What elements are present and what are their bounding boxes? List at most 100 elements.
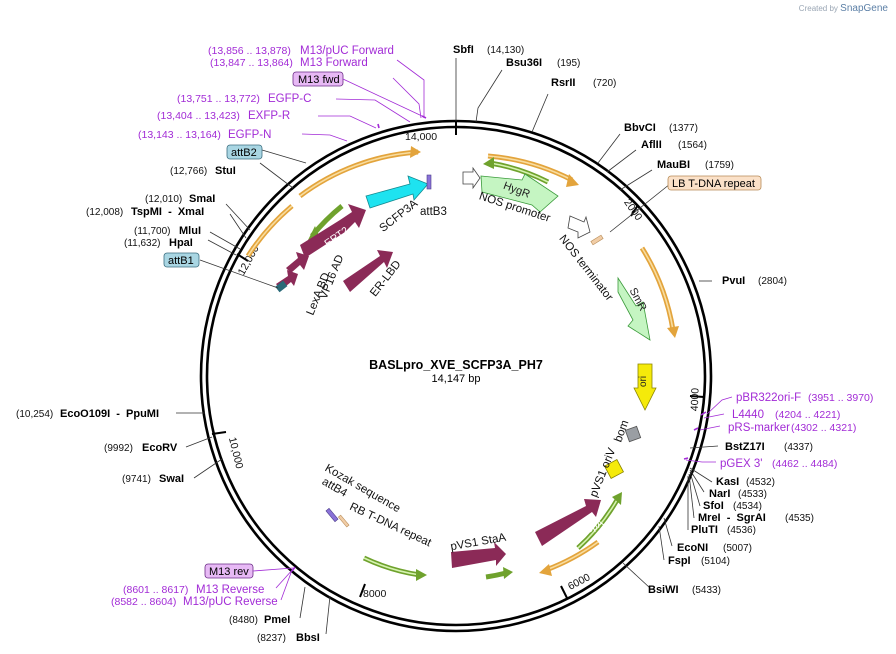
site-econi: EcoNI [677,542,708,554]
site-swai: SwaI [159,473,184,485]
exfpr-line [318,115,377,129]
attB4-mark [325,507,339,523]
orange-arc-right-head [667,326,679,338]
site-pmei-pos: (8480) [229,615,258,626]
primer-m13puc-fwd-pos: (13,856 .. 13,878) [208,45,291,57]
orange-arc-bottom-right [545,539,600,573]
tick-label-4000: 4000 [689,388,702,412]
ori-label: ori [638,376,649,387]
rsrii-line [531,93,549,133]
attB3-label: attB3 [420,206,447,218]
credit-prefix: Created by [798,4,838,13]
orange-arc-top-right-head [566,174,579,187]
site-pluti-pos: (4536) [727,525,756,536]
tick-8000 [359,583,366,598]
primer-mark-exfpr [377,123,380,129]
attb1-box [163,252,200,268]
primer-m13-rev-pos: (8601 .. 8617) [123,584,188,596]
site-bsiwi-pos: (5433) [692,585,721,596]
pvs1-staa-arrow [451,542,506,568]
site-sfoi: SfoI [703,500,724,512]
mrei-line [688,473,695,519]
attb2-box-label: attB2 [231,147,257,159]
primer-m13-fwd: M13 Forward [300,57,368,69]
m13-fwd-box-label: M13 fwd [298,74,340,86]
lb-tdna-box-label: LB T-DNA repeat [672,178,755,190]
site-rsrii: RsrII [551,77,575,89]
attb1-line [199,259,279,289]
m13-fwd-line [392,77,422,119]
egfpc-line [335,98,411,123]
primer-egfpc: EGFP-C [268,93,311,105]
primer-pbr322-pos: (3951 .. 3970) [808,392,873,404]
aflii-line [606,149,637,173]
green-arc-repa-hl [577,499,618,549]
primer-prs: pRS-marker [728,422,790,434]
ecorv-line [185,436,213,448]
site-nari-pos: (4533) [738,489,767,500]
bsiwi-line [622,562,651,589]
primer-exfpr-pos: (13,404 .. 13,423) [157,110,240,122]
primer-exfpr: EXFP-R [248,110,290,122]
site-mlui-pos: (11,700) [134,226,171,237]
site-pmei: PmeI [264,614,290,626]
snapgene-brand: SnapGene [840,3,888,14]
site-tspmi-xmai-pos: (12,008) [86,207,123,218]
orange-arc-top-left-head [410,146,421,158]
site-bbvci: BbvCI [624,122,656,134]
site-bbvci-pos: (1377) [669,123,698,134]
primer-pgex: pGEX 3' [720,458,762,470]
primer-egfpn-pos: (13,143 .. 13,164) [138,129,221,141]
primer-leader-lines [275,59,733,601]
rb-tdna-mark [337,514,350,528]
site-maubi: MauBI [657,159,690,171]
site-swai-pos: (9741) [122,474,151,485]
orange-arc-top-right-hl [487,155,573,181]
primer-marks [291,115,707,572]
primer-l4440: L4440 [732,409,764,421]
site-aflii: AflII [641,139,662,151]
bbsi-line [325,595,331,635]
attb1-box-label: attB1 [168,255,194,267]
site-bbsi: BbsI [296,632,320,644]
attB3-mark [426,174,432,190]
site-hpai-pos: (11,632) [124,238,161,249]
site-fspi-pos: (5104) [701,556,730,567]
maubi-line [619,169,653,191]
tick-10000 [211,431,227,435]
er-lbd-arrow [343,250,393,292]
prs-line [699,425,721,431]
site-bsu36i-pos: (195) [557,58,580,69]
site-ecorv: EcoRV [142,442,178,454]
tick-6000 [560,585,568,599]
site-fspi: FspI [668,555,691,567]
site-bsu36i: Bsu36I [506,57,542,69]
site-smai: SmaI [189,193,215,205]
orange-arc-bottom-right-head [539,564,552,576]
site-bstz17i-pos: (4337) [784,442,813,453]
site-bstz17i: BstZ17I [725,441,765,453]
primer-pgex-pos: (4462 .. 4484) [772,458,837,470]
green-arc-bottom-left [362,555,421,578]
tick-label-8000: 8000 [363,588,387,600]
site-ecoo109i: EcoO109I - PpuMI [60,408,159,420]
primer-m13puc-rev-pos: (8582 .. 8604) [111,596,176,608]
snapgene-credit: Created by SnapGene [799,3,888,14]
pbr322-line [706,396,733,415]
site-sfoi-pos: (4534) [733,501,762,512]
green-arc-bottom-mid-head [503,567,513,579]
m13-fwd-box-line [342,78,423,117]
m13-rev-line [275,567,295,589]
site-mrei-sgrai: MreI - SgrAI [698,512,766,524]
bstz17i-line [689,445,719,449]
pvs1-repa-arrow [535,499,601,546]
site-pvui: PvuI [722,275,745,287]
m13-rev-box-label: M13 rev [209,566,249,578]
site-aflii-pos: (1564) [678,140,707,151]
primer-egfpc-pos: (13,751 .. 13,772) [177,93,260,105]
orange-arc-right [639,246,676,331]
kasi-line [689,467,713,483]
econi-line [663,517,673,547]
mlui-line [209,231,241,250]
